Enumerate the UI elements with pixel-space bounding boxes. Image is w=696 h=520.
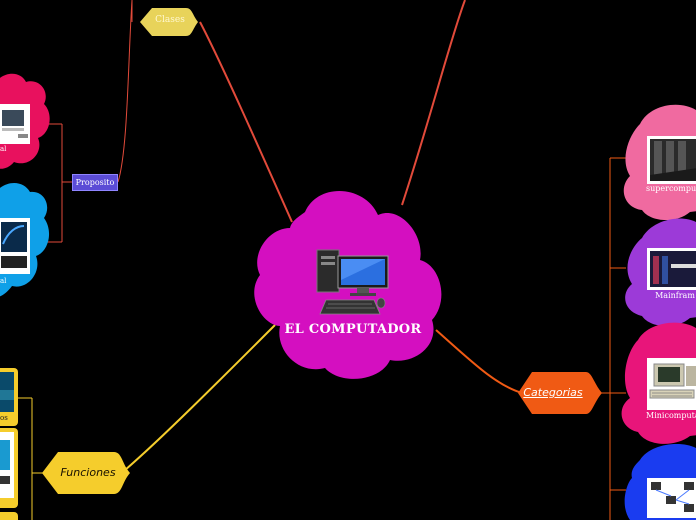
computer-icon <box>316 249 389 315</box>
category-label-minicomputadora: Minicomputa <box>646 411 696 420</box>
left-cloud-laptop[interactable] <box>0 183 50 297</box>
category-minicomputadora[interactable] <box>621 322 696 444</box>
funciones-card-3[interactable] <box>0 512 18 520</box>
categorias-arrow-shape <box>518 372 602 414</box>
categorias-node[interactable] <box>518 372 602 414</box>
left-cloud-label-2: al <box>0 277 7 285</box>
line-categorias <box>435 329 523 394</box>
connectors <box>18 0 626 520</box>
category-label-supercomputadora: supercomputa <box>646 184 696 193</box>
line-clases <box>199 21 293 223</box>
retro-computer-icon <box>647 358 696 410</box>
category-network[interactable] <box>624 444 696 520</box>
clases-node[interactable] <box>140 8 198 36</box>
line-proposito-up <box>117 0 133 183</box>
category-supercomputadora[interactable] <box>623 104 696 220</box>
laptop-icon <box>0 218 30 274</box>
line-funciones <box>124 324 276 471</box>
funciones-arrow-shape <box>42 452 130 494</box>
datacenter-icon <box>647 248 696 290</box>
line-fun-spine <box>18 397 45 520</box>
category-label-mainframe: Mainfram <box>655 291 695 300</box>
monitor-icon <box>0 440 10 470</box>
category-mainframe[interactable] <box>625 218 696 327</box>
desktop-monitor-icon <box>0 104 30 144</box>
funciones-card-1[interactable] <box>0 368 18 426</box>
funciones-node[interactable] <box>42 452 130 494</box>
proposito-node[interactable]: Proposito <box>72 174 118 191</box>
funciones-label: Funciones <box>60 466 116 479</box>
clases-label: Clases <box>155 15 185 25</box>
line-proposito-left <box>44 123 72 243</box>
funciones-card-2[interactable] <box>0 428 18 508</box>
network-computers-icon <box>647 478 696 518</box>
server-rack-icon <box>647 136 696 184</box>
line-top-right <box>401 0 466 206</box>
categorias-label: Categorias <box>523 386 583 399</box>
central-node[interactable] <box>254 190 442 379</box>
central-title: EL COMPUTADOR <box>284 322 422 337</box>
line-cat-spine <box>600 157 626 520</box>
left-cloud-desktop[interactable] <box>0 73 50 169</box>
left-cloud-label-1: al <box>0 145 7 153</box>
funciones-card-label-1: os <box>0 414 8 422</box>
clases-arrow-shape <box>140 8 198 36</box>
